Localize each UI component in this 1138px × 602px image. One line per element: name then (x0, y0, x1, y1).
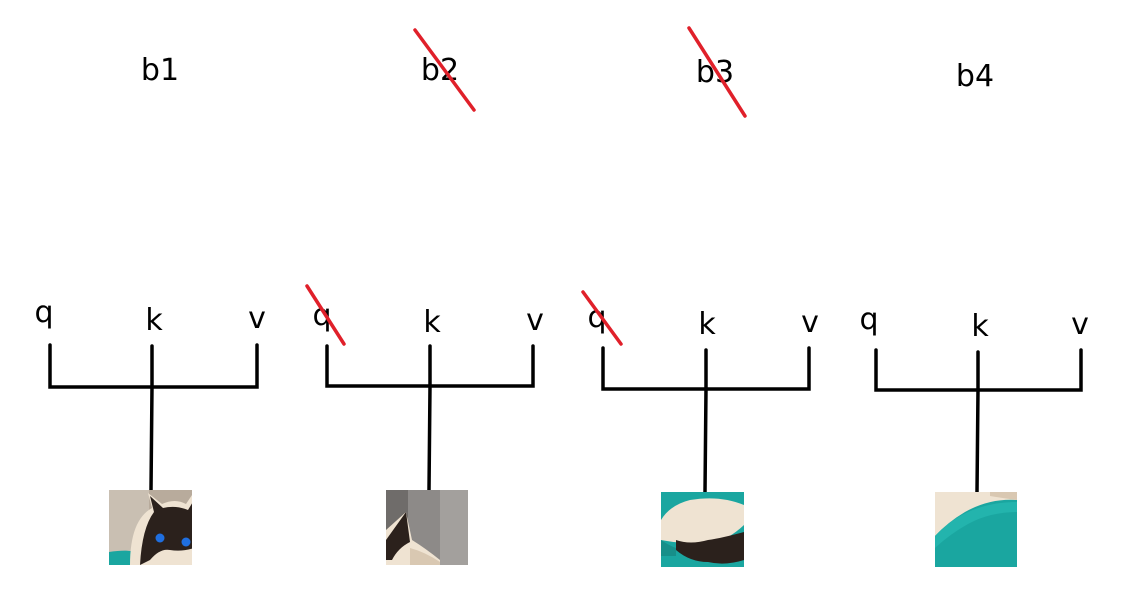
image-patch-2 (386, 490, 468, 565)
qkv-fork-connector (48, 343, 259, 492)
qkv-fork-connector (601, 346, 811, 494)
query-label: q (859, 302, 878, 337)
value-label: v (248, 301, 266, 336)
output-label-b1: b1 (141, 53, 179, 88)
strike-through-b3 (687, 26, 747, 118)
key-label: k (423, 305, 441, 340)
column-1: b1 q k v (34, 53, 266, 565)
qkv-fork-connector (325, 344, 535, 492)
output-label-b4: b4 (956, 59, 994, 94)
strike-through-b2 (413, 28, 476, 112)
qkv-fork-connector (874, 348, 1083, 494)
column-3: b3 q k v (581, 26, 819, 567)
key-label: k (145, 303, 163, 338)
output-label-b3: b3 (696, 55, 734, 90)
strike-through-q (305, 284, 346, 346)
query-label: q (587, 300, 606, 335)
key-label: k (971, 309, 989, 344)
value-label: v (1071, 307, 1089, 342)
value-label: v (526, 303, 544, 338)
column-2: b2 q k v (305, 28, 544, 565)
query-label: q (312, 298, 331, 333)
column-4: b4 q k v (859, 59, 1089, 567)
strike-through-q (581, 290, 623, 346)
query-label: q (34, 295, 53, 330)
value-label: v (801, 305, 819, 340)
image-patch-4 (935, 492, 1017, 567)
image-patch-3 (661, 492, 744, 567)
image-patch-1 (109, 490, 192, 565)
key-label: k (698, 307, 716, 342)
